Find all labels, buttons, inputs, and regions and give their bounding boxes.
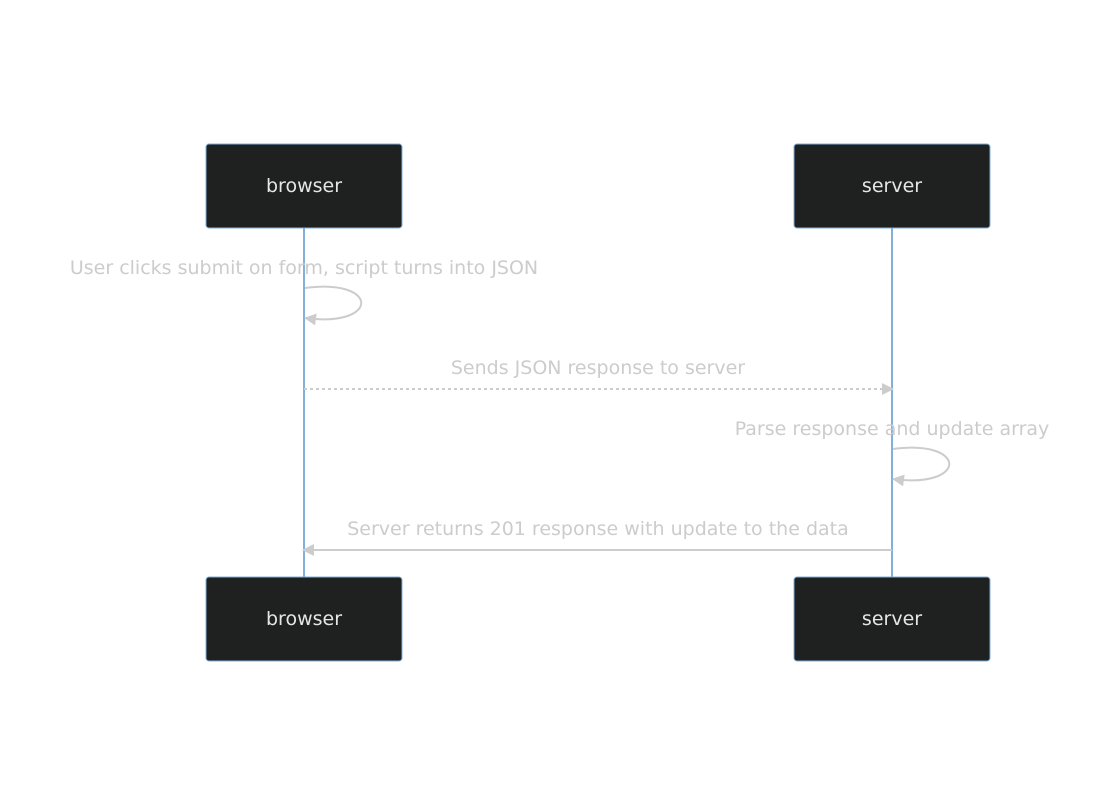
message-1-label: User clicks submit on form, script turns… bbox=[70, 257, 538, 279]
message-2-label: Sends JSON response to server bbox=[451, 357, 745, 379]
actor-top-browser-label: browser bbox=[266, 175, 342, 197]
actor-bottom-browser-label: browser bbox=[266, 608, 342, 630]
message-3-self-arrow bbox=[892, 446, 950, 487]
actor-bottom-server: server bbox=[793, 576, 991, 662]
actor-bottom-browser: browser bbox=[205, 576, 403, 662]
message-3-label: Parse response and update array bbox=[735, 418, 1050, 440]
actor-top-browser: browser bbox=[205, 143, 403, 229]
actor-top-server: server bbox=[793, 143, 991, 229]
message-4-label: Server returns 201 response with update … bbox=[347, 518, 849, 540]
actor-bottom-server-label: server bbox=[862, 608, 922, 630]
actor-top-server-label: server bbox=[862, 175, 922, 197]
message-1-self-arrow bbox=[304, 285, 363, 326]
